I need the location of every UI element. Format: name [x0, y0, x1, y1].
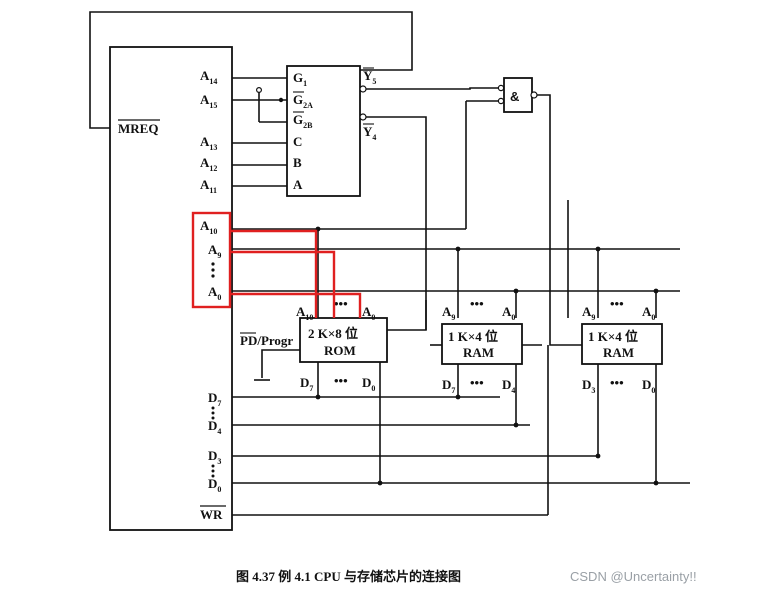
svg-text:A: A — [293, 177, 303, 192]
ram1-line1: 1 K×4 位 — [448, 329, 498, 344]
svg-text:•••: ••• — [610, 375, 624, 390]
ram2-line2: RAM — [603, 345, 634, 360]
ram1-chip — [441, 323, 523, 365]
svg-text:•••: ••• — [610, 296, 624, 311]
watermark: CSDN @Uncertainty!! — [570, 569, 697, 584]
svg-text:A0: A0 — [502, 304, 515, 322]
highlight-address-pins — [191, 211, 232, 309]
pin-a13: A13 — [200, 134, 217, 152]
svg-text:D7: D7 — [300, 375, 313, 393]
pin-a9: A9 — [208, 242, 221, 260]
svg-text:•••: ••• — [334, 373, 348, 388]
pin-a15: A15 — [200, 92, 217, 110]
figure-caption: 图 4.37 例 4.1 CPU 与存储芯片的连接图 — [236, 569, 461, 584]
decoder-block — [286, 65, 361, 197]
decoder-outputs: Y5 Y4 — [363, 68, 376, 142]
svg-text:D3: D3 — [582, 377, 595, 395]
pin-wr: WR — [200, 507, 223, 522]
svg-text:C: C — [293, 134, 302, 149]
pin-d0: D0 — [208, 476, 221, 494]
pin-a10: A10 — [200, 218, 217, 236]
rom-line2: ROM — [324, 343, 356, 358]
svg-text:A0: A0 — [362, 304, 375, 322]
cpu-data-pins: D7 D4 D3 D0 WR — [200, 390, 223, 522]
svg-text:•••: ••• — [470, 375, 484, 390]
cpu-block — [109, 46, 233, 531]
svg-text:D4: D4 — [502, 377, 515, 395]
mreq-label: MREQ — [118, 121, 158, 136]
rom-chip — [299, 317, 388, 363]
rom-line1: 2 K×8 位 — [308, 326, 358, 341]
svg-text:G2A: G2A — [293, 92, 313, 110]
svg-text:D7: D7 — [442, 377, 455, 395]
pd-progr-label: PD/Progr — [240, 333, 293, 348]
pin-a11: A11 — [200, 177, 217, 195]
ram2-line1: 1 K×4 位 — [588, 329, 638, 344]
svg-text:G2B: G2B — [293, 112, 313, 130]
pin-d7: D7 — [208, 390, 221, 408]
svg-text:A10: A10 — [296, 304, 313, 322]
svg-text:A0: A0 — [642, 304, 655, 322]
svg-text:D0: D0 — [362, 375, 375, 393]
pin-a0: A0 — [208, 284, 221, 302]
svg-text:A9: A9 — [442, 304, 455, 322]
decoder-inputs: G1 G2A G2B C B A — [293, 70, 313, 192]
pin-a12: A12 — [200, 155, 217, 173]
svg-text:•••: ••• — [470, 296, 484, 311]
svg-text:A9: A9 — [582, 304, 595, 322]
and-gate-symbol: & — [510, 89, 519, 104]
pin-a14: A14 — [200, 68, 217, 86]
svg-text:G1: G1 — [293, 70, 307, 88]
ram1-line2: RAM — [463, 345, 494, 360]
svg-text:D0: D0 — [642, 377, 655, 395]
svg-text:•••: ••• — [334, 296, 348, 311]
ram2-chip — [581, 323, 663, 365]
mreq-wire — [89, 11, 413, 129]
svg-text:Y5: Y5 — [363, 68, 376, 86]
cpu-address-pins: A14 A15 A13 A12 A11 A10 A9 A0 — [200, 68, 221, 302]
svg-text:B: B — [293, 155, 302, 170]
pin-d4: D4 — [208, 418, 221, 436]
pin-d3: D3 — [208, 448, 221, 466]
svg-text:Y4: Y4 — [363, 124, 376, 142]
